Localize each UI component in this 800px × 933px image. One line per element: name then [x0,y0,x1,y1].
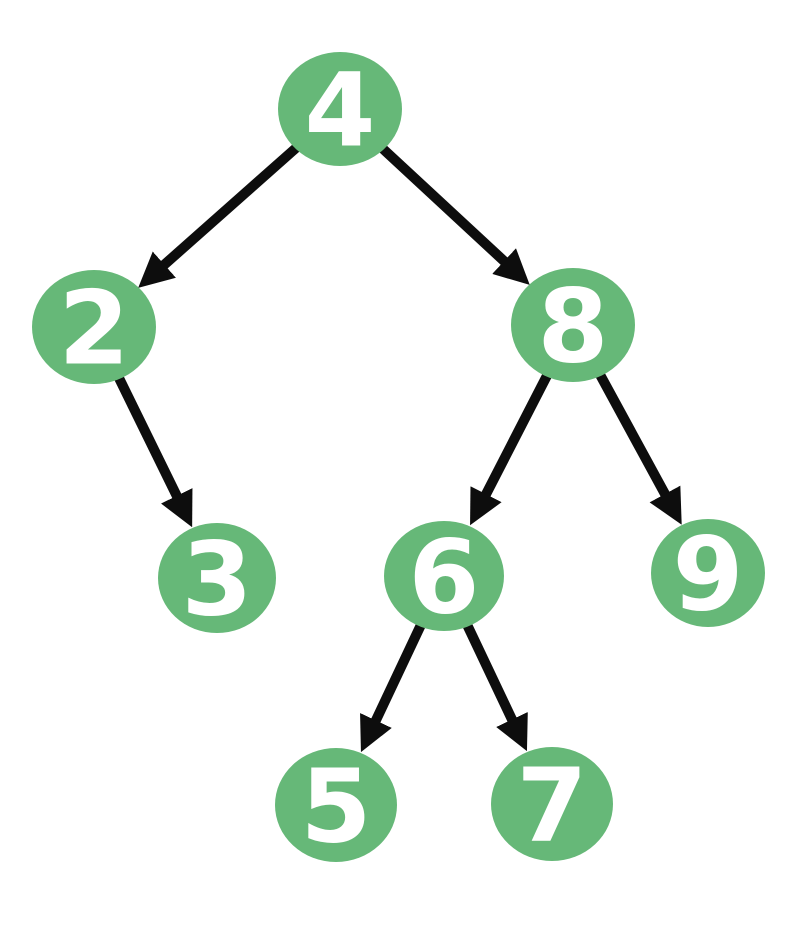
tree-node-7-circle [491,747,613,861]
tree-edge-8-6 [470,372,553,526]
tree-node-6-label: 6 [409,519,480,638]
tree-node-9-label: 9 [673,516,744,635]
tree-node-5-label: 5 [301,748,372,867]
tree-node-3-label: 3 [182,521,253,640]
tree-node-4: 4 [278,52,402,171]
tree-edge-2-3 [113,374,193,528]
tree-edge-4-2 [138,142,302,288]
tree-node-8-circle [511,268,635,382]
tree-node-8: 8 [511,268,635,387]
tree-node-5: 5 [275,748,397,867]
tree-node-2: 2 [32,270,156,389]
tree-node-4-circle [278,52,402,166]
tree-edge-6-7 [462,622,528,752]
tree-edge-4-8 [377,143,530,285]
tree-node-7-label: 7 [517,747,588,866]
tree-edge-8-9 [595,371,682,525]
tree-node-2-circle [32,270,156,384]
tree-node-7: 7 [491,747,613,866]
tree-node-3-circle [158,523,276,633]
tree-node-6: 6 [384,519,504,638]
tree-node-4-label: 4 [305,52,376,171]
tree-node-6-circle [384,521,504,631]
tree-node-9: 9 [651,516,765,635]
tree-node-2-label: 2 [59,270,130,389]
tree-node-8-label: 8 [538,268,609,387]
tree-edge-6-5 [360,622,426,753]
tree-node-3: 3 [158,521,276,640]
tree-node-9-circle [651,519,765,627]
tree-node-5-circle [275,748,397,862]
